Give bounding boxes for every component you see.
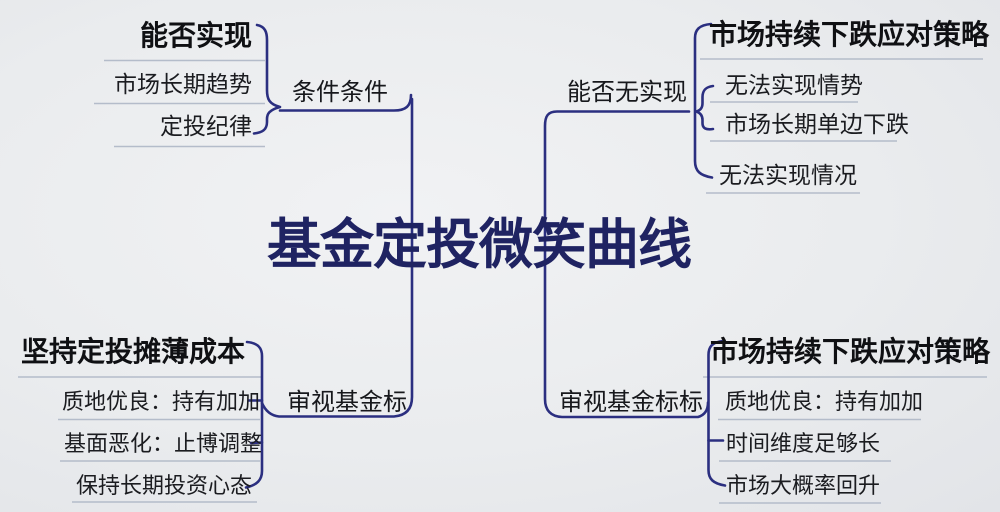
node-bottom-left-item: 基面恶化：止博调整 bbox=[64, 431, 263, 456]
node-bottom-right-item: 质地优良：持有加加 bbox=[725, 389, 924, 414]
central-topic: 基金定投微笑曲线 bbox=[267, 215, 692, 275]
node-top-right-item: 市场长期单边下跌 bbox=[725, 111, 909, 137]
node-bottom-left-item: 保持长期投资心态 bbox=[76, 473, 253, 498]
brace-top-left bbox=[252, 23, 282, 135]
node-top-left-item: 定投纪律 bbox=[160, 113, 252, 139]
branch-label-bottom-right: 审视基金标标 bbox=[559, 389, 703, 416]
branch-label-top-right: 能否无实现 bbox=[567, 79, 687, 106]
bracket-bottom-left-tick2 bbox=[249, 441, 264, 445]
branch-label-bottom-left: 审视基金标 bbox=[287, 389, 407, 416]
node-underlines bbox=[18, 58, 987, 504]
node-bottom-right-item: 市场大概率回升 bbox=[726, 473, 881, 498]
connector-tiaojian-line bbox=[278, 93, 413, 112]
connector-right-vertical bbox=[543, 110, 710, 419]
bracket-bottom-left bbox=[244, 340, 264, 489]
bracket-bottom-right bbox=[707, 339, 727, 487]
branch-label-top-left: 条件条件 bbox=[292, 79, 388, 106]
node-top-right-header: 市场持续下跌应对策略 bbox=[709, 19, 990, 50]
node-top-right-item: 无法实现情势 bbox=[725, 72, 863, 98]
node-bottom-left-item: 质地优良：持有加加 bbox=[62, 389, 261, 414]
node-top-right-item: 无法实现情况 bbox=[719, 162, 857, 188]
node-top-left-item: 市场长期趋势 bbox=[114, 71, 252, 97]
node-top-left-header: 能否实现 bbox=[139, 20, 252, 51]
node-bottom-right-item: 时间维度足够长 bbox=[726, 431, 881, 456]
connector-left-vertical bbox=[260, 97, 414, 418]
bracket-top-right bbox=[693, 22, 714, 179]
node-bottom-right-header: 市场持续下跌应对策略 bbox=[710, 336, 991, 367]
brace-top-right-inner bbox=[695, 84, 715, 131]
node-bottom-left-header: 坚持定投摊薄成本 bbox=[21, 336, 246, 367]
